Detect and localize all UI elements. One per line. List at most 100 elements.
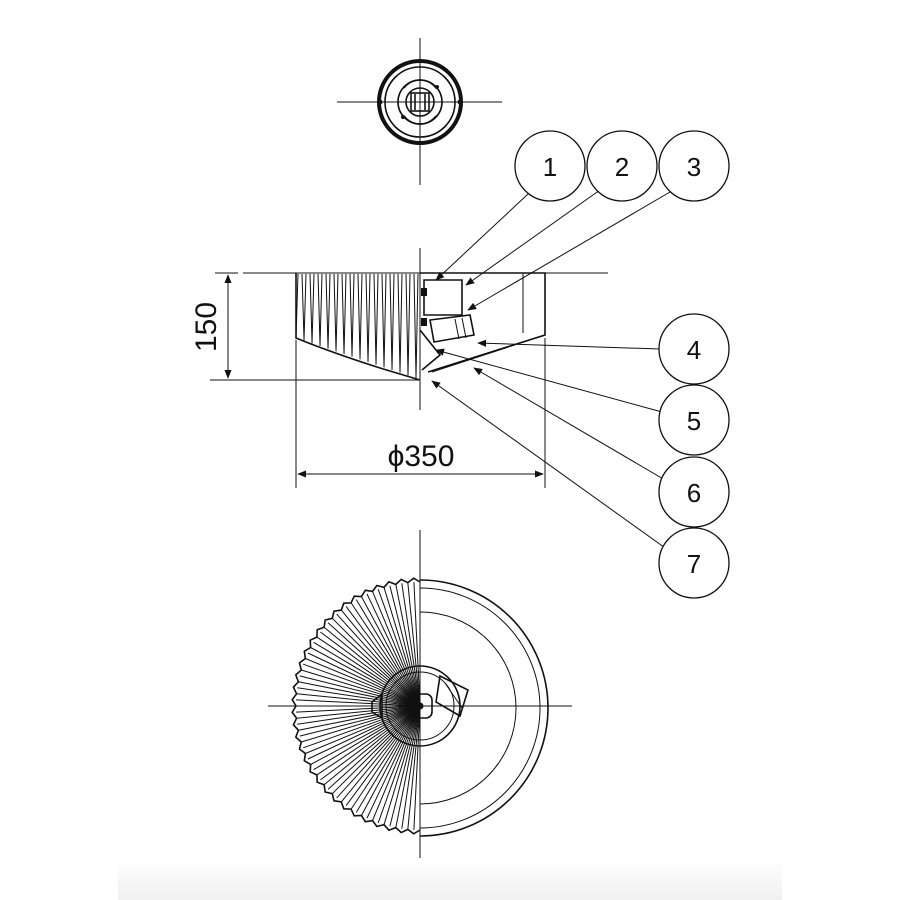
- fan-pleat: [366, 593, 421, 707]
- fan-pleat: [313, 705, 421, 771]
- fan-pleat: [361, 705, 421, 816]
- fan-pleat: [366, 705, 421, 819]
- top-view: [337, 38, 502, 185]
- fan-pleat: [389, 705, 421, 827]
- fan-pleat: [345, 606, 421, 707]
- fan-pleat: [413, 705, 421, 830]
- top-view-mount-screw-right: [457, 99, 463, 105]
- top-view-inner-ring: [384, 66, 456, 138]
- callout-4: 4: [658, 313, 730, 385]
- fan-pleat: [298, 681, 421, 707]
- lamp-holder: [429, 314, 475, 343]
- fan-pleat: [310, 705, 421, 765]
- fan-pleat: [377, 589, 421, 707]
- socket-housing: [423, 279, 463, 316]
- shade-pleat: [357, 273, 361, 359]
- shade-pleat: [367, 273, 371, 363]
- shade-pleat: [359, 273, 363, 360]
- fan-pleat: [372, 705, 421, 821]
- callout-7: 7: [658, 527, 730, 599]
- callout-5: 5: [658, 384, 730, 456]
- fan-pleat: [297, 687, 421, 707]
- shade-pleat: [399, 273, 403, 373]
- fan-pleat: [361, 596, 421, 707]
- fan-pleat: [395, 584, 421, 707]
- fan-pleat: [336, 705, 421, 799]
- leader-6: [473, 367, 666, 481]
- fan-pleat: [301, 705, 421, 743]
- fan-pleat: [355, 599, 421, 707]
- leader-3: [467, 191, 671, 311]
- leader-7: [431, 380, 669, 551]
- callouts: 1 2 3 4 5 6 7: [514, 130, 730, 599]
- shade-pleat: [319, 273, 323, 347]
- shade-pleat: [335, 273, 339, 352]
- fan-pleat: [305, 705, 421, 754]
- housing-outline: [420, 272, 546, 373]
- shade-pleat: [391, 273, 395, 371]
- fan-pleat: [298, 705, 421, 731]
- shade-pleat: [343, 273, 347, 355]
- shade-pleat: [325, 273, 329, 348]
- fan-pleat: [383, 587, 421, 707]
- fan-pleat: [320, 631, 421, 707]
- pleated-half-disc: [296, 582, 421, 830]
- fan-pleat: [401, 583, 421, 707]
- fan-pleat: [407, 705, 421, 830]
- shade-pleat: [413, 273, 417, 377]
- shade-pleat: [351, 273, 355, 357]
- fan-pleat: [296, 705, 421, 719]
- callout-5-label: 5: [687, 406, 701, 436]
- shade-pleat: [415, 273, 419, 379]
- outer-rim-arc: [419, 579, 549, 837]
- fan-pleat: [407, 582, 421, 707]
- fan-pleat: [313, 641, 421, 707]
- shade-pleat: [333, 273, 337, 351]
- callout-6: 6: [658, 456, 730, 528]
- fan-pleat: [296, 693, 421, 707]
- callout-4-label: 4: [687, 335, 701, 365]
- shade-pleat: [373, 273, 377, 364]
- callout-3: 3: [658, 130, 730, 202]
- callout-2-label: 2: [615, 152, 629, 182]
- shade-pleat: [341, 273, 345, 353]
- shade-pleat: [309, 273, 313, 343]
- reflector-arc: [419, 611, 517, 805]
- fan-pleat: [299, 705, 421, 737]
- leader-4: [477, 339, 661, 350]
- leader-5: [435, 348, 663, 413]
- fan-pleat: [355, 705, 421, 813]
- fan-pleat: [323, 626, 421, 707]
- top-view-mount-screw-left: [377, 99, 383, 105]
- shade-outline: [295, 273, 421, 381]
- fan-pleat: [372, 591, 421, 707]
- fan-pleat: [316, 705, 421, 776]
- shade-pleat: [349, 273, 353, 356]
- fan-pleat: [336, 613, 421, 707]
- bottom-fade: [118, 858, 782, 900]
- fan-pleat: [301, 669, 421, 707]
- shade-pleat: [317, 273, 321, 345]
- shade-pleat: [407, 273, 411, 376]
- fan-pleat: [395, 705, 421, 828]
- fan-pleat: [350, 602, 421, 707]
- fan-pleat: [310, 647, 421, 707]
- bottom-view: [268, 530, 572, 880]
- callout-6-label: 6: [687, 478, 701, 508]
- fan-pleat: [305, 658, 421, 707]
- shade-pleat: [301, 273, 305, 340]
- fan-pleat: [389, 585, 421, 707]
- fan-pleat: [327, 622, 421, 707]
- shade-pleat: [375, 273, 379, 365]
- fan-pleat: [331, 617, 421, 707]
- shade-pleat: [311, 273, 315, 344]
- fan-pleat: [299, 675, 421, 707]
- fan-pleat: [350, 705, 421, 810]
- fan-pleat: [401, 705, 421, 829]
- shade-pleat: [397, 273, 401, 372]
- callout-7-label: 7: [687, 549, 701, 579]
- callout-3-label: 3: [687, 152, 701, 182]
- fan-pleat: [383, 705, 421, 825]
- fan-pleat: [340, 609, 421, 707]
- fan-pleat: [331, 705, 421, 795]
